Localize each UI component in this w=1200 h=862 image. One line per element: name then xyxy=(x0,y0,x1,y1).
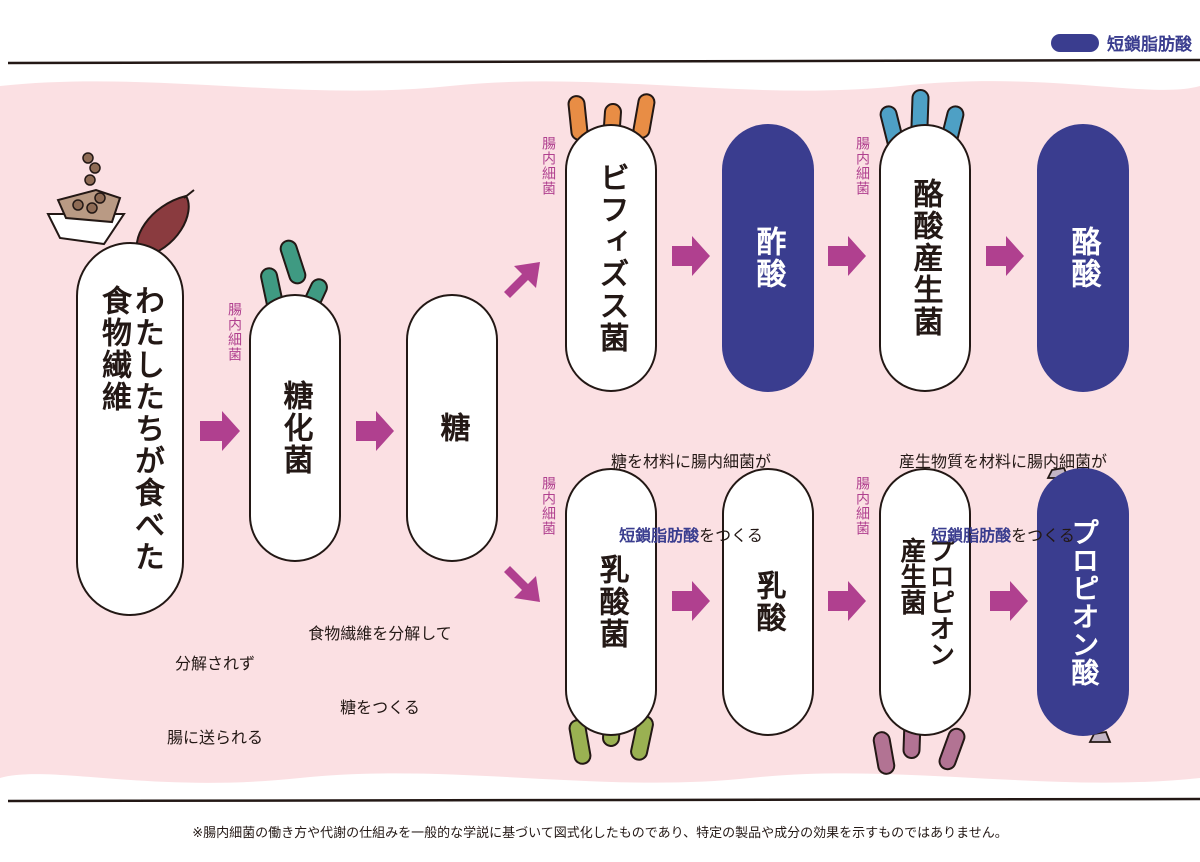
caption-butyric-tail: をつくる xyxy=(1011,525,1075,545)
arrow-right-icon xyxy=(986,236,1024,276)
pill-sugar: 糖 xyxy=(406,294,498,562)
arrow-right-icon xyxy=(672,236,710,276)
butyric-label: 酪酸 xyxy=(1065,226,1101,290)
bottom-rule xyxy=(7,797,1200,803)
propionate-producer-label: プロピオン 産生菌 xyxy=(896,537,955,667)
pill-butyric: 酪酸 xyxy=(1037,124,1129,392)
lactic-bacteria-label: 乳酸菌 xyxy=(593,554,629,650)
arrow-down-right-icon xyxy=(504,566,540,602)
arrow-right-icon xyxy=(356,411,394,451)
caption-sugar-line2: 糖をつくる xyxy=(340,697,420,717)
lactic-label: 乳酸 xyxy=(750,570,786,634)
caption-fiber-line1: 分解されず xyxy=(174,653,255,673)
arrow-right-icon xyxy=(828,581,866,621)
arrow-up-right-icon xyxy=(504,262,540,298)
tag-gut-bacteria: 腸内細菌 xyxy=(226,302,242,362)
butyrate-producer-label: 酪酸産生菌 xyxy=(907,178,943,338)
top-rule xyxy=(7,58,1200,65)
pill-propionic: プロピオン酸 xyxy=(1037,468,1129,736)
sweet-potato-icon xyxy=(135,189,195,260)
caption-sugar: 食物繊維を分解して 糖をつくる xyxy=(280,572,480,746)
caption-acetic-highlight: 短鎖脂肪酸 xyxy=(619,525,700,545)
bifido-label: ビフィズス菌 xyxy=(593,162,629,354)
caption-butyric-line1: 産生物質を材料に腸内細菌が xyxy=(898,451,1107,471)
tag-gut-bacteria: 腸内細菌 xyxy=(540,136,556,196)
pill-lactic: 乳酸 xyxy=(722,468,814,736)
sugar-label: 糖 xyxy=(434,412,470,444)
pill-fiber: わたしたちが食べた 食物繊維 xyxy=(76,242,184,616)
caption-acetic-line2: 短鎖脂肪酸をつくる xyxy=(566,524,816,549)
caption-sugar-line1: 食物繊維を分解して xyxy=(308,623,452,643)
footnote: ※腸内細菌の働き方や代謝の仕組みを一般的な学説に基づいて図式化したものであり、特… xyxy=(192,826,1008,841)
caption-fiber: 分解されず 腸に送られる xyxy=(130,602,300,776)
flow-arrows xyxy=(200,236,1028,621)
caption-fiber-line2: 腸に送られる xyxy=(166,727,263,747)
pill-acetic: 酢酸 xyxy=(722,124,814,392)
saccharolytic-label: 糖化菌 xyxy=(277,380,313,476)
pill-lactic-bacteria: 乳酸菌 xyxy=(565,468,657,736)
arrow-right-icon xyxy=(672,581,710,621)
propionic-label: プロピオン酸 xyxy=(1067,518,1101,686)
natto-box-icon xyxy=(46,152,126,246)
legend-swatch xyxy=(1051,33,1099,52)
caption-acetic-tail: をつくる xyxy=(699,525,763,545)
caption-butyric: 産生物質を材料に腸内細菌が 短鎖脂肪酸をつくる xyxy=(868,400,1138,574)
pill-bifido: ビフィズス菌 xyxy=(565,124,657,392)
caption-acetic: 糖を材料に腸内細菌が 短鎖脂肪酸をつくる xyxy=(566,400,816,574)
arrow-right-icon xyxy=(828,236,866,276)
caption-acetic-line1: 糖を材料に腸内細菌が xyxy=(610,451,771,471)
tag-gut-bacteria: 腸内細菌 xyxy=(854,136,870,196)
legend: 短鎖脂肪酸 xyxy=(1051,30,1192,55)
pill-butyrate-producer: 酪酸産生菌 xyxy=(879,124,971,392)
legend-label: 短鎖脂肪酸 xyxy=(1107,35,1192,55)
arrow-right-icon xyxy=(990,581,1028,621)
pill-saccharolytic: 糖化菌 xyxy=(249,294,341,562)
arrow-right-icon xyxy=(200,411,240,451)
tag-gut-bacteria: 腸内細菌 xyxy=(540,476,556,536)
fiber-label: わたしたちが食べた 食物繊維 xyxy=(96,285,164,573)
caption-butyric-highlight: 短鎖脂肪酸 xyxy=(931,525,1012,545)
caption-butyric-line2: 短鎖脂肪酸をつくる xyxy=(868,524,1138,549)
pill-propionate-producer: プロピオン 産生菌 xyxy=(879,468,971,736)
tag-gut-bacteria: 腸内細菌 xyxy=(854,476,870,536)
acetic-label: 酢酸 xyxy=(750,226,786,290)
